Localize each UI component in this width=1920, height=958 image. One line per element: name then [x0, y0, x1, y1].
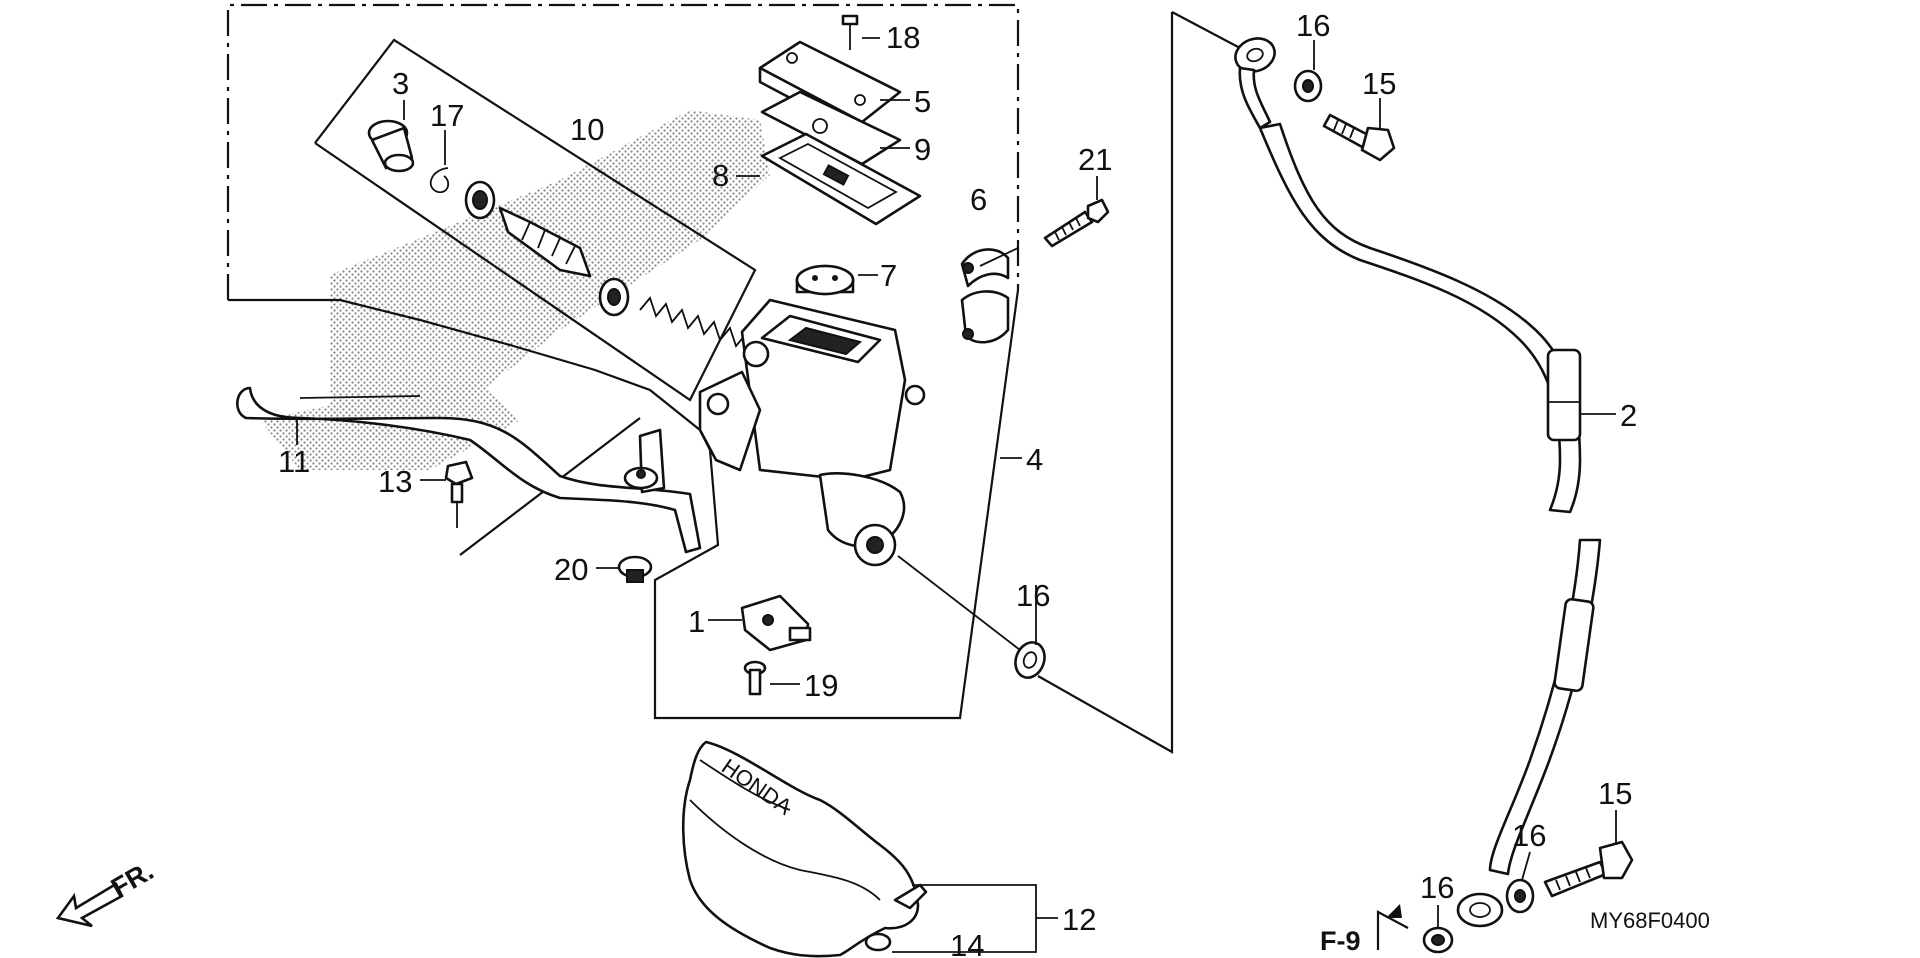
hose-bolt-bottom: [1543, 840, 1634, 898]
cross-reference-label: F-9: [1320, 926, 1361, 956]
callout-3: 3: [392, 66, 409, 101]
hose-washer-top: [1293, 69, 1323, 103]
callout-16-mid: 16: [1016, 578, 1050, 613]
callout-1: 1: [688, 604, 705, 639]
lever-pivot-bolt: [444, 460, 474, 528]
callouts: 18 5 9 8 3 17 10 21 6 7 4 11 13 20 1 19 …: [278, 8, 1637, 958]
circlip: [429, 167, 450, 194]
callout-16-lower: 16: [1420, 870, 1454, 905]
callout-9: 9: [914, 132, 931, 167]
callout-6: 6: [970, 182, 987, 217]
callout-20: 20: [554, 552, 588, 587]
brake-hose: [1234, 37, 1602, 928]
hand-guard: HONDA: [681, 740, 928, 958]
hose-washer-bottom: [1505, 878, 1535, 914]
hand-guard-nut: [864, 932, 892, 952]
drawing-code: MY68F0400: [1590, 908, 1710, 933]
piston-kit-frame: [314, 38, 757, 402]
switch-screw: [743, 660, 767, 696]
diaphragm-float: [795, 264, 855, 296]
callout-16-top: 16: [1296, 8, 1330, 43]
callout-15-top: 15: [1362, 66, 1396, 101]
callout-5: 5: [914, 84, 931, 119]
hose-bolt-top: [1322, 113, 1396, 162]
reservoir-diaphragm: [760, 132, 922, 226]
front-arrow: FR.: [55, 855, 159, 928]
piston-spring: [639, 296, 747, 348]
shading: [260, 110, 770, 470]
hose-frame-top: [1171, 11, 1241, 49]
callout-15-bottom: 15: [1598, 776, 1632, 811]
callout-4: 4: [1026, 442, 1043, 477]
callout-18: 18: [886, 20, 920, 55]
callout-19: 19: [804, 668, 838, 703]
hose-washer-lower: [1422, 926, 1454, 954]
piston-assembly: [464, 180, 630, 317]
callout-14: 14: [950, 928, 984, 958]
callout-13: 13: [378, 464, 412, 499]
callout-7: 7: [880, 258, 897, 293]
callout-17: 17: [430, 98, 464, 133]
hose-frame: [1037, 12, 1174, 754]
callout-21: 21: [1078, 142, 1112, 177]
sealing-washer-mid: [1014, 641, 1046, 679]
brake-lever: [236, 386, 702, 554]
callout-8: 8: [712, 158, 729, 193]
piston-boot: [367, 119, 415, 173]
leader-washer-mid: [897, 555, 1021, 651]
callout-11: 11: [278, 444, 310, 479]
callout-16-bottom: 16: [1512, 818, 1546, 853]
reservoir-cap-screw: [841, 14, 859, 50]
master-cylinder-body: [698, 298, 926, 567]
lever-pivot-nut: [617, 555, 653, 583]
holder-bolt: [1043, 198, 1110, 248]
cross-reference: F-9: [1320, 904, 1409, 956]
callout-12: 12: [1062, 902, 1096, 937]
master-cylinder-frame: [226, 3, 1020, 300]
brake-light-switch: [740, 594, 812, 652]
leader-lines: [296, 37, 1617, 953]
callout-10: 10: [570, 112, 604, 147]
callout-2: 2: [1620, 398, 1637, 433]
